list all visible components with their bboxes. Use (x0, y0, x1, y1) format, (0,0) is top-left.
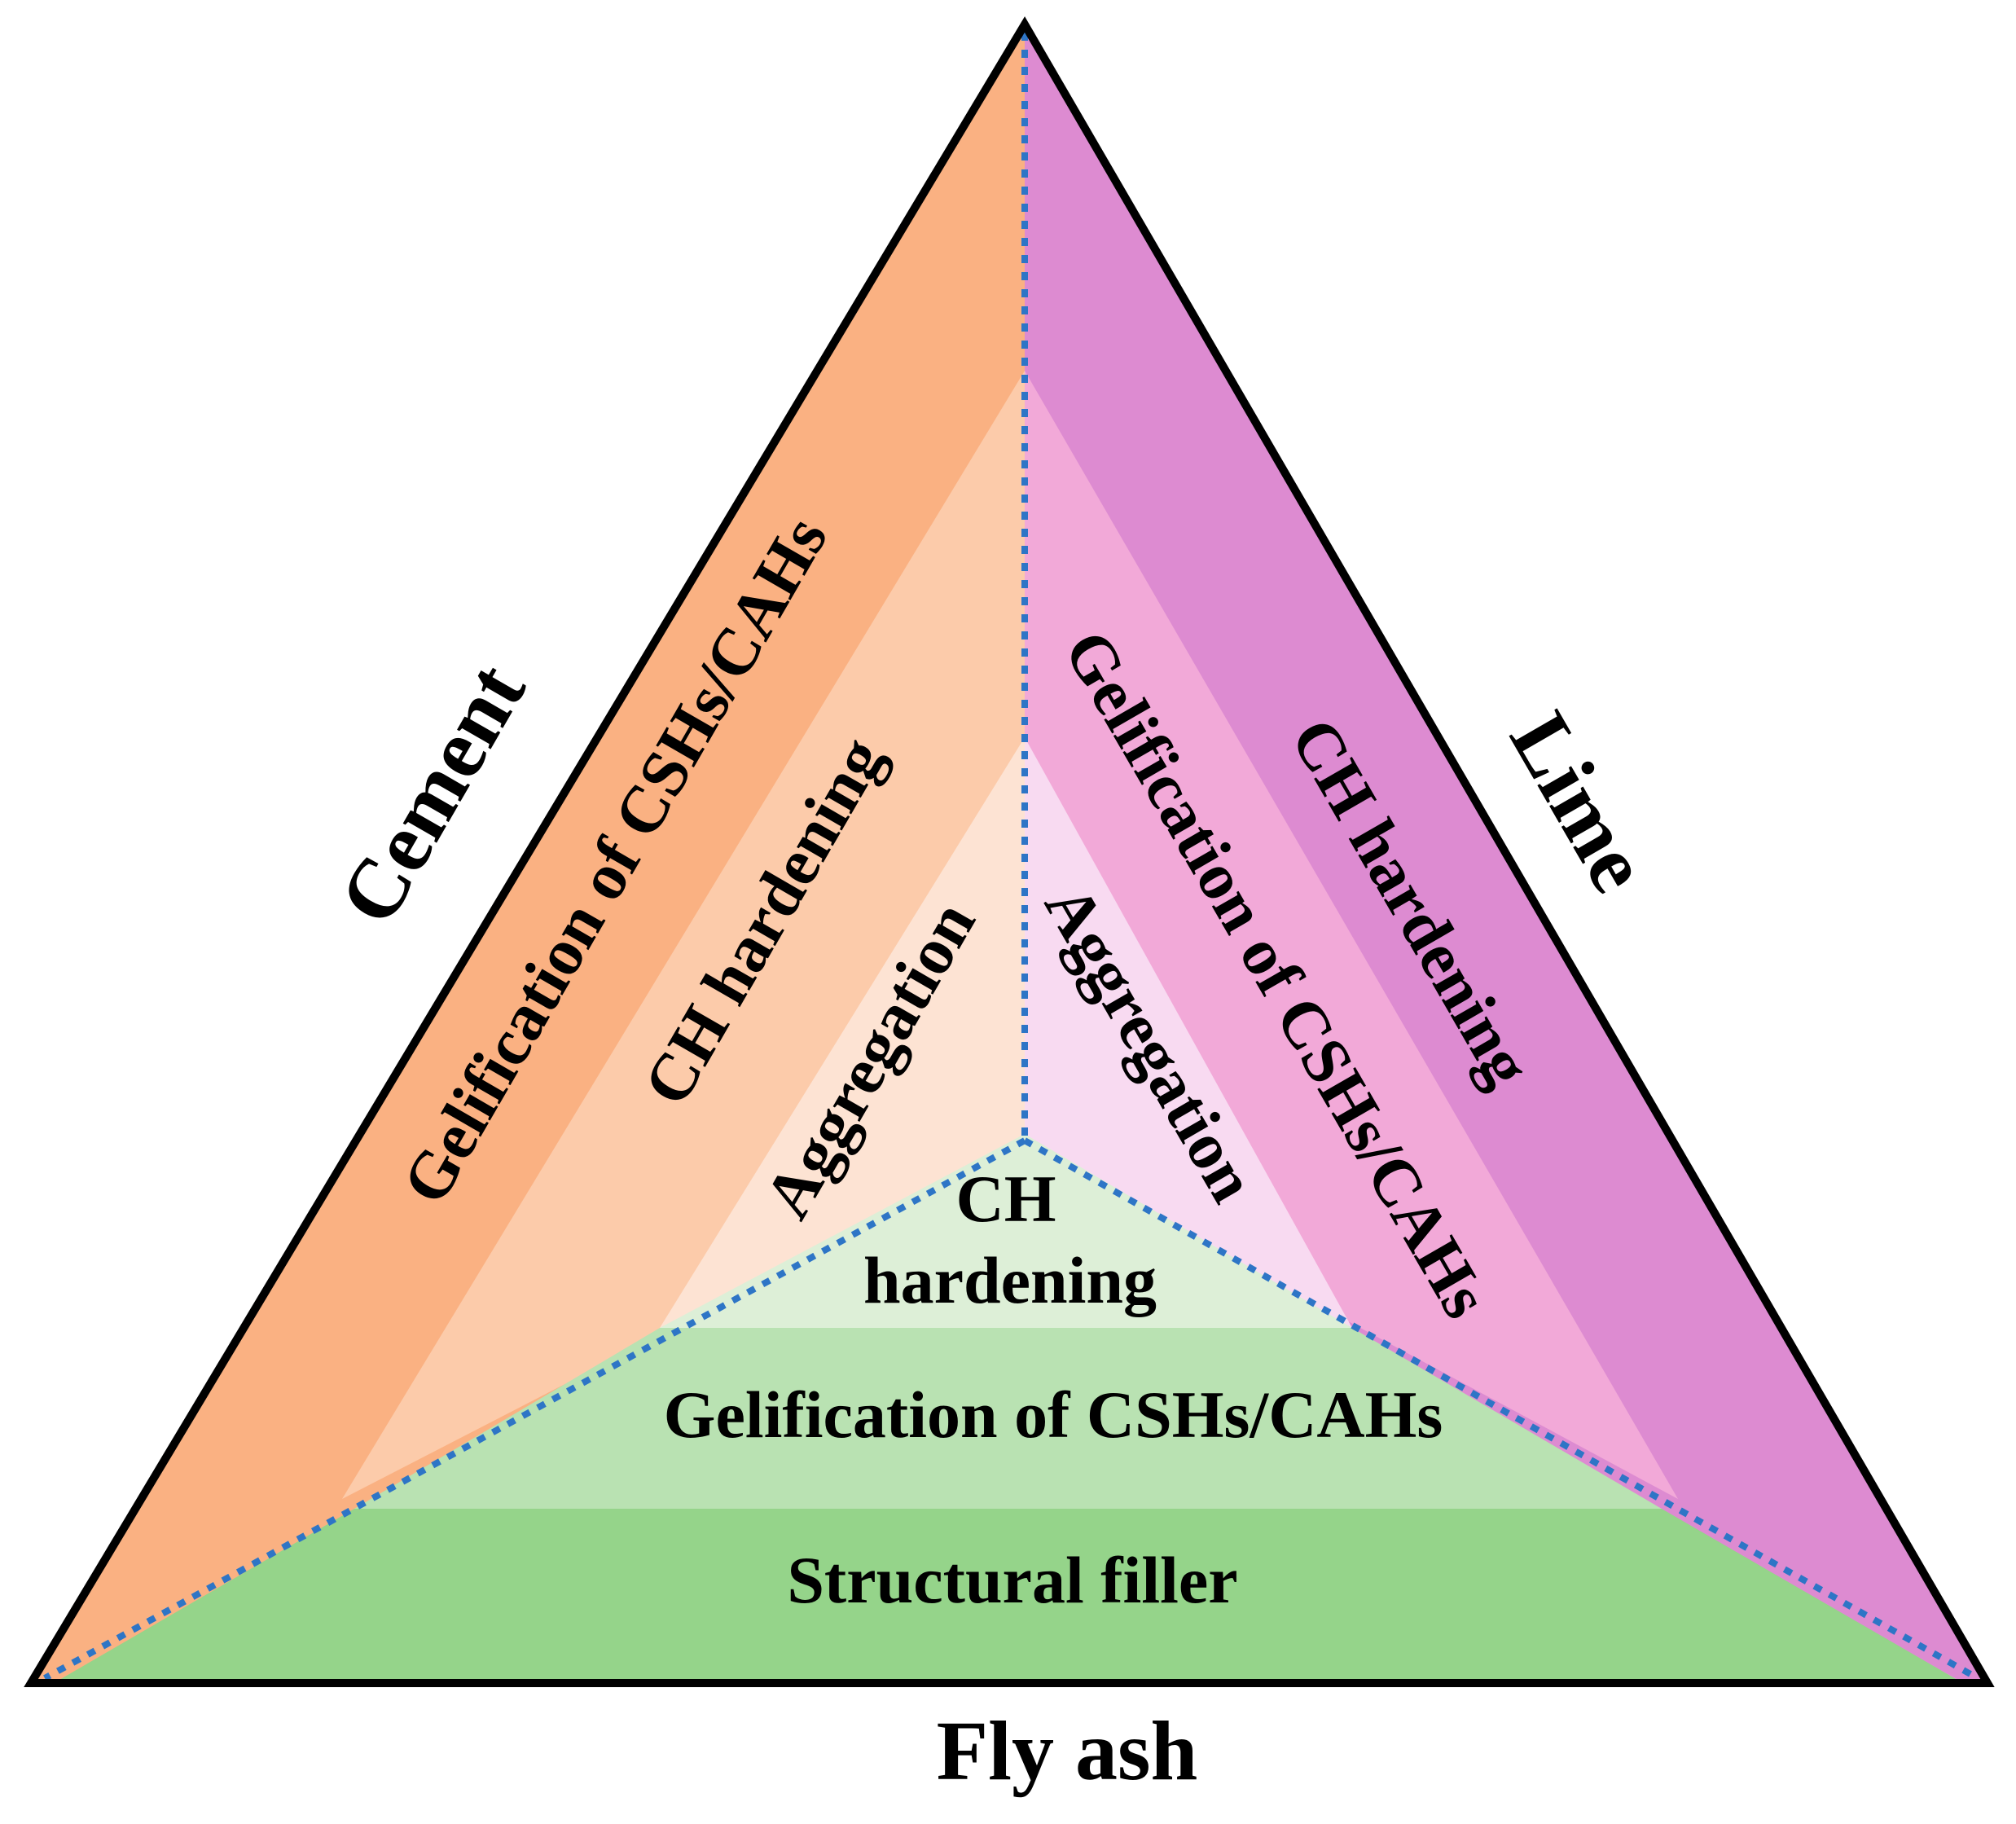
cement-inner-band (660, 737, 1025, 1328)
fly-ash-label: Fly ash (937, 1704, 1198, 1798)
fly-ash-outer-label: Structural filler (787, 1543, 1237, 1617)
lime-inner-band (1025, 737, 1352, 1328)
fly-ash-middle-label: Gelification of CSHs/CAHs (664, 1378, 1443, 1452)
triangle-outline (24, 16, 1995, 1687)
fly-ash-inner-band (660, 1134, 1352, 1328)
fly-ash-inner-label-line1: CH (956, 1162, 1056, 1236)
fly-ash-inner-label-line2: hardening (863, 1243, 1157, 1317)
region-dividers (43, 33, 1979, 1681)
divider-left (43, 1137, 1026, 1681)
divider-right (1023, 1137, 1979, 1681)
fly-ash-middle-band (354, 1328, 1662, 1509)
fly-ash-outer-band (54, 1509, 1963, 1683)
